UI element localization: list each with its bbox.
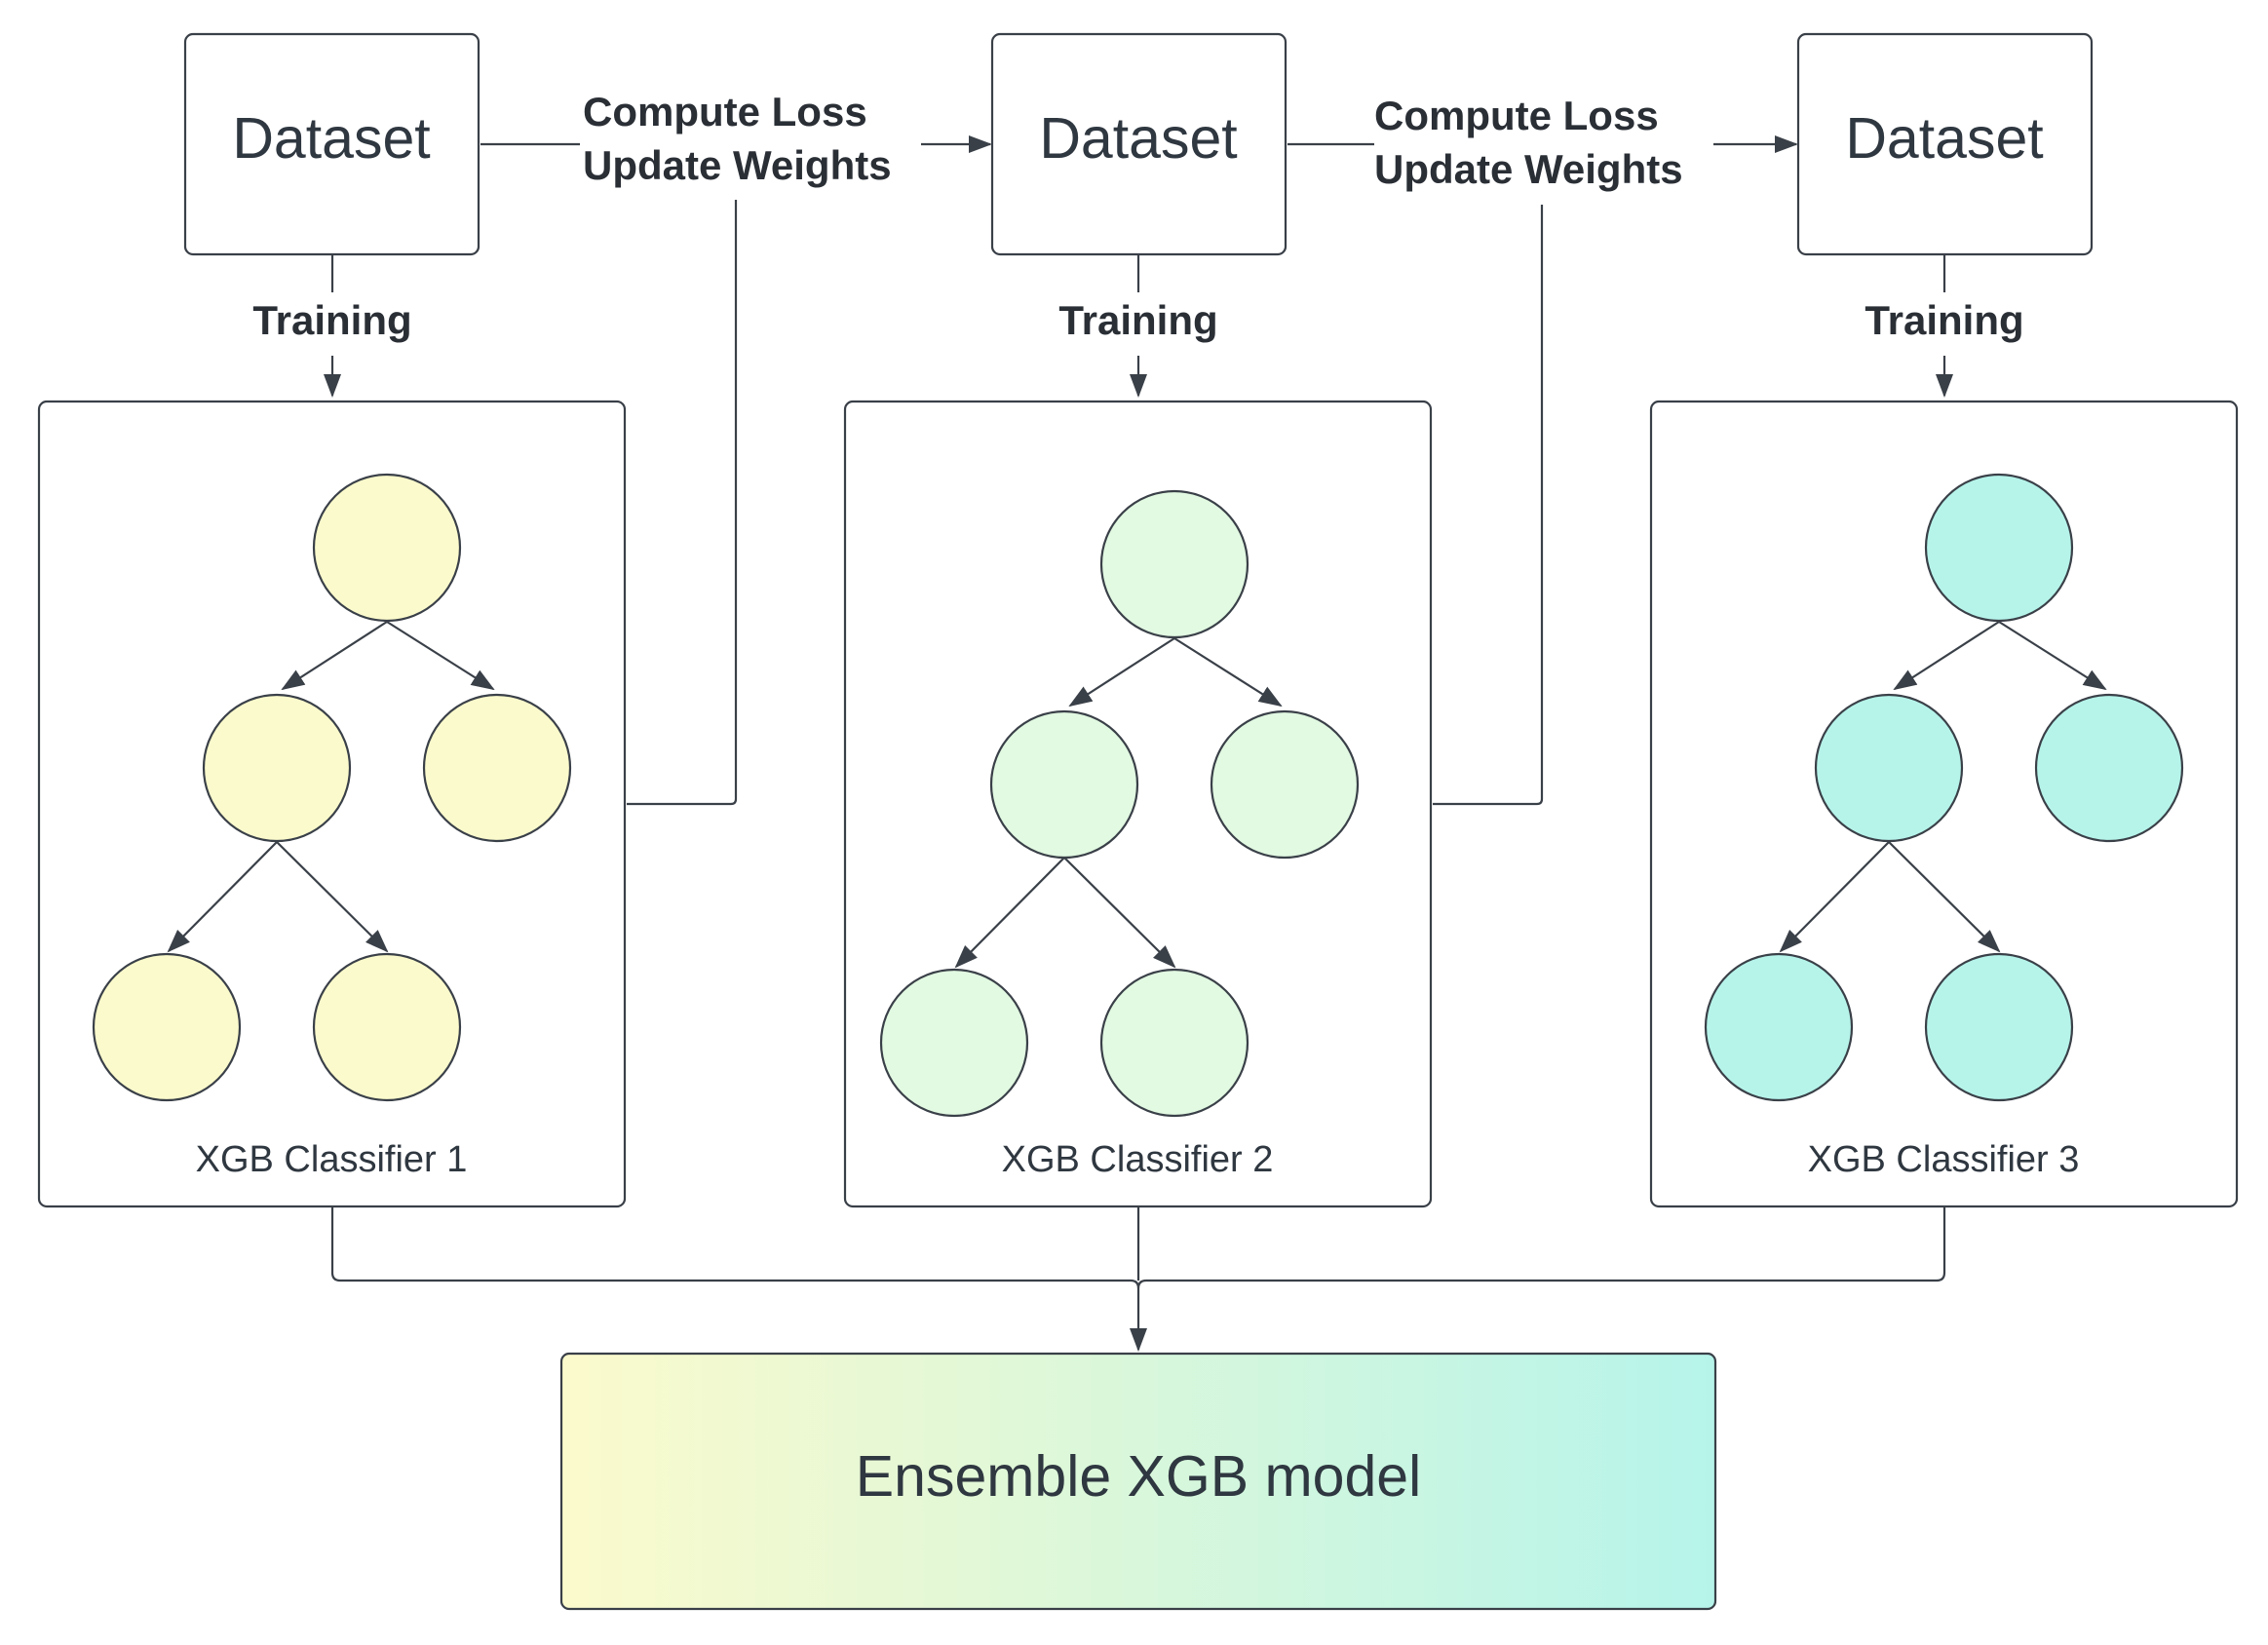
training-label-2: Training [1058, 297, 1217, 343]
tree-edge [1063, 857, 1176, 969]
decision-tree-1 [92, 473, 572, 1102]
tree-node-leaf [312, 952, 462, 1102]
tree-node-root [312, 473, 462, 623]
tree-node [202, 693, 352, 843]
training-label-1: Training [252, 297, 411, 343]
tree-edge [1893, 621, 2000, 691]
classifier-label-2: XGB Classifier 2 [1002, 1139, 1274, 1180]
tree-edge [1998, 621, 2107, 691]
merge-connector-1 [330, 1206, 1147, 1352]
tree-node-leaf [879, 968, 1029, 1118]
step-label-2: Compute Loss Update Weights [1374, 93, 1683, 192]
tree-edge [386, 621, 495, 691]
tree-edge [1779, 841, 1890, 953]
tree-node [1210, 709, 1360, 860]
tree-node-leaf [1099, 968, 1249, 1118]
dataset-box-2: Dataset [990, 32, 1288, 256]
classifier-label-3: XGB Classifier 3 [1808, 1139, 2080, 1180]
tree-edge [167, 841, 278, 953]
dataset-label-2: Dataset [1039, 106, 1237, 171]
decision-tree-3 [1704, 473, 2184, 1102]
feedback-connector-1 [627, 200, 738, 806]
classifier-panel-2: XGB Classifier 2 [843, 400, 1433, 1208]
ensemble-box: Ensemble XGB model [559, 1352, 1717, 1611]
dataset-box-3: Dataset [1796, 32, 2094, 256]
dataset-box-1: Dataset [183, 32, 481, 256]
tree-node-leaf [1704, 952, 1854, 1102]
tree-edge [1888, 841, 2001, 953]
tree-node [422, 693, 572, 843]
tree-node-leaf [1924, 952, 2074, 1102]
dataset-label-1: Dataset [232, 106, 430, 171]
step-2-line-1: Compute Loss [1374, 93, 1659, 138]
tree-node-root [1924, 473, 2074, 623]
dataset-label-3: Dataset [1845, 106, 2043, 171]
tree-node-leaf [92, 952, 242, 1102]
classifier-label-1: XGB Classifier 1 [196, 1139, 468, 1180]
tree-edge [954, 857, 1065, 969]
classifier-panel-3: XGB Classifier 3 [1649, 400, 2239, 1208]
step-label-1: Compute Loss Update Weights [583, 89, 892, 188]
step-1-line-2: Update Weights [583, 142, 892, 188]
ensemble-label: Ensemble XGB model [856, 1444, 1421, 1509]
tree-node [989, 709, 1139, 860]
step-2-line-2: Update Weights [1374, 146, 1683, 192]
tree-edge [276, 841, 389, 953]
tree-edge [1068, 637, 1175, 708]
tree-node-root [1099, 489, 1249, 639]
ensemble-rect [559, 1352, 1717, 1611]
step-1-line-1: Compute Loss [583, 89, 867, 134]
tree-node [1814, 693, 1964, 843]
feedback-connector-2 [1433, 205, 1544, 806]
tree-edge [281, 621, 388, 691]
training-label-3: Training [1864, 297, 2023, 343]
tree-edge [1173, 637, 1283, 708]
tree-node [2034, 693, 2184, 843]
decision-tree-2 [879, 489, 1360, 1118]
classifier-panel-1: XGB Classifier 1 [37, 400, 627, 1208]
merge-connector-3 [1136, 1206, 1946, 1289]
